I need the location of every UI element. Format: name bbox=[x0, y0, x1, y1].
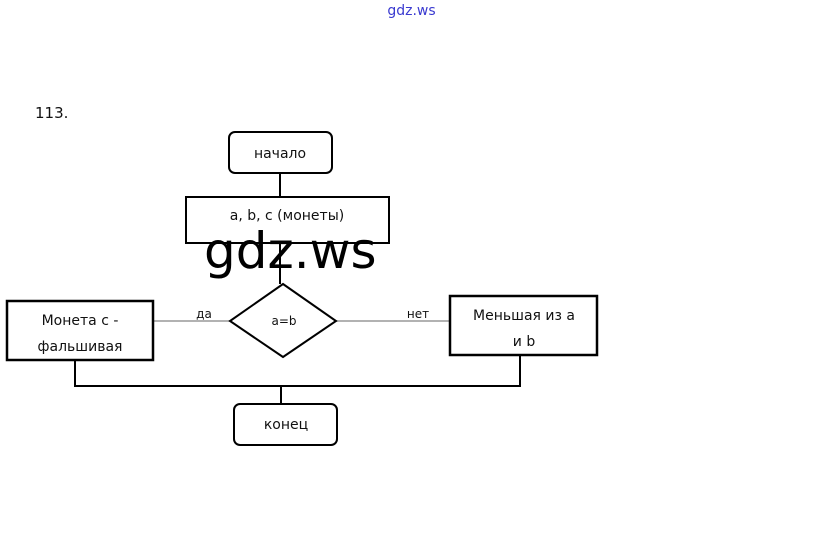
condition-diamond bbox=[228, 282, 338, 359]
end-label: конец bbox=[264, 417, 308, 433]
condition-label: a=b bbox=[271, 314, 296, 328]
no-box-line-2: и b bbox=[513, 334, 536, 350]
problem-number: 113. bbox=[35, 104, 69, 122]
connector-merge bbox=[74, 355, 521, 387]
site-link[interactable]: gdz.ws bbox=[387, 3, 436, 19]
yes-box-line-2: фальшивая bbox=[38, 339, 123, 355]
no-label: нет bbox=[407, 307, 429, 321]
no-box-line-1: Меньшая из a bbox=[473, 308, 575, 324]
input-box bbox=[185, 196, 390, 244]
yes-label: да bbox=[196, 307, 212, 321]
yes-box bbox=[5, 299, 155, 362]
start-box bbox=[228, 131, 333, 174]
end-box bbox=[233, 403, 338, 446]
input-label: a, b, c (монеты) bbox=[230, 208, 344, 224]
no-box bbox=[448, 294, 599, 357]
watermark: gdz.ws bbox=[204, 222, 377, 280]
yes-box-line-1: Монета с - bbox=[42, 313, 119, 329]
start-label: начало bbox=[254, 146, 306, 162]
